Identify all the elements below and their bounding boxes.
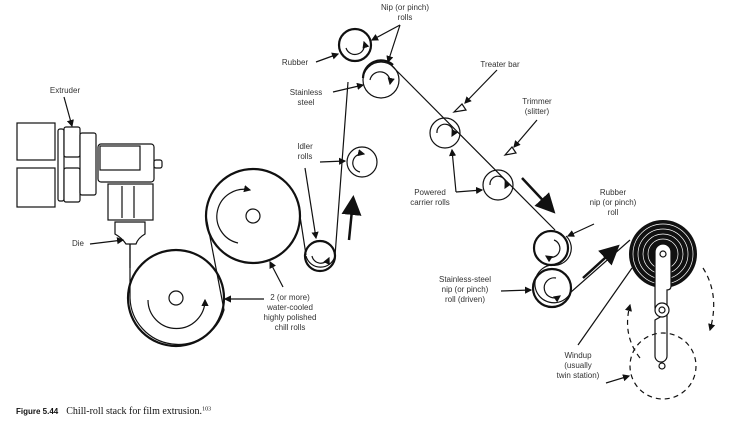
windup-roll <box>624 220 716 400</box>
label-rubber: Rubber <box>281 58 309 67</box>
figure-number: Figure 5.44 <box>16 407 59 416</box>
label-nip-rolls: Nip (or pinch) rolls <box>380 3 429 22</box>
label-rubber-nip-roll: Rubber nip (or pinch) roll <box>589 188 637 217</box>
figure-reference: 103 <box>202 406 212 413</box>
stainless-steel-roll-top <box>361 59 400 99</box>
label-chill-rolls: 2 (or more) water-cooled highly polished… <box>263 293 317 332</box>
trimmer-blade <box>503 146 518 156</box>
powered-carrier-roll-2 <box>482 169 514 201</box>
idler-roll-lower <box>303 239 337 273</box>
label-trimmer: Trimmer (slitter) <box>522 97 552 116</box>
label-die: Die <box>71 239 84 248</box>
label-extruder: Extruder <box>49 86 81 95</box>
leader-lines <box>63 24 633 384</box>
treater-bar <box>452 103 468 113</box>
label-treater-bar: Treater bar <box>480 60 520 69</box>
powered-carrier-roll-1 <box>429 117 461 149</box>
idler-roll-upper <box>346 146 378 178</box>
chill-roll-lower <box>126 248 226 348</box>
label-windup: Windup (usually twin station) <box>556 351 600 380</box>
label-idler-rolls: Idler rolls <box>297 142 313 161</box>
label-powered-carrier-rolls: Powered carrier rolls <box>410 188 450 207</box>
label-stainless-nip-roll: Stainless-steel nip (or pinch) roll (dri… <box>438 275 492 304</box>
figure-caption-text: Chill-roll stack for film extrusion. <box>66 406 203 417</box>
rubber-nip-roll-top <box>337 27 373 63</box>
extruder <box>16 122 163 268</box>
rubber-nip-roll-lower <box>532 229 570 267</box>
figure-caption: Figure 5.44 Chill-roll stack for film ext… <box>16 406 211 417</box>
label-stainless-steel: Stainless steel <box>289 88 323 107</box>
stainless-nip-roll-lower <box>531 267 573 309</box>
